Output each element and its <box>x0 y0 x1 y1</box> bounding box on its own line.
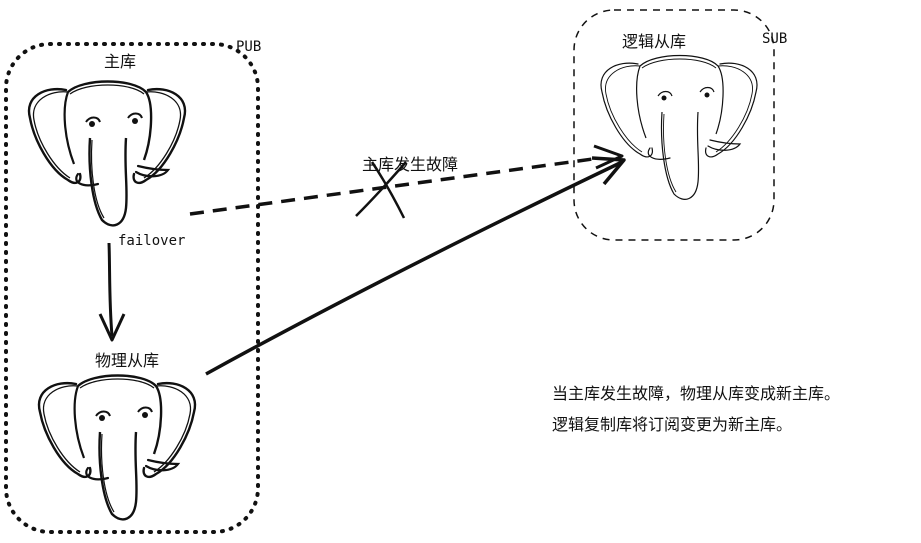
pub-group-border <box>4 42 260 534</box>
primary-elephant-icon <box>27 80 187 227</box>
failure-label: 主库发生故障 <box>362 155 458 174</box>
broken-replication-arrowhead <box>593 144 624 170</box>
failover-arrowhead <box>98 313 126 342</box>
sub-tag: SUB <box>762 31 787 47</box>
new-replication-arrowhead <box>591 156 626 186</box>
primary-label: 主库 <box>104 52 136 71</box>
logical-replica-elephant-icon <box>600 54 758 200</box>
note-line: 当主库发生故障，物理从库变成新主库。 <box>552 384 841 403</box>
failover-label: failover <box>118 233 185 249</box>
failover-arrow <box>107 242 114 337</box>
pub-tag: PUB <box>236 39 261 55</box>
failure-cross-stroke-2 <box>355 161 407 217</box>
physical-replica-elephant-icon <box>37 374 197 521</box>
explanation-note: 当主库发生故障，物理从库变成新主库。 逻辑复制库将订阅变更为新主库。 <box>552 378 840 440</box>
physical-replica-label: 物理从库 <box>95 351 159 370</box>
sub-group-border <box>573 9 775 241</box>
failure-cross-stroke-1 <box>370 161 406 219</box>
logical-replica-label: 逻辑从库 <box>622 32 686 51</box>
note-line: 逻辑复制库将订阅变更为新主库。 <box>552 415 793 434</box>
new-replication-arrow <box>205 160 623 376</box>
